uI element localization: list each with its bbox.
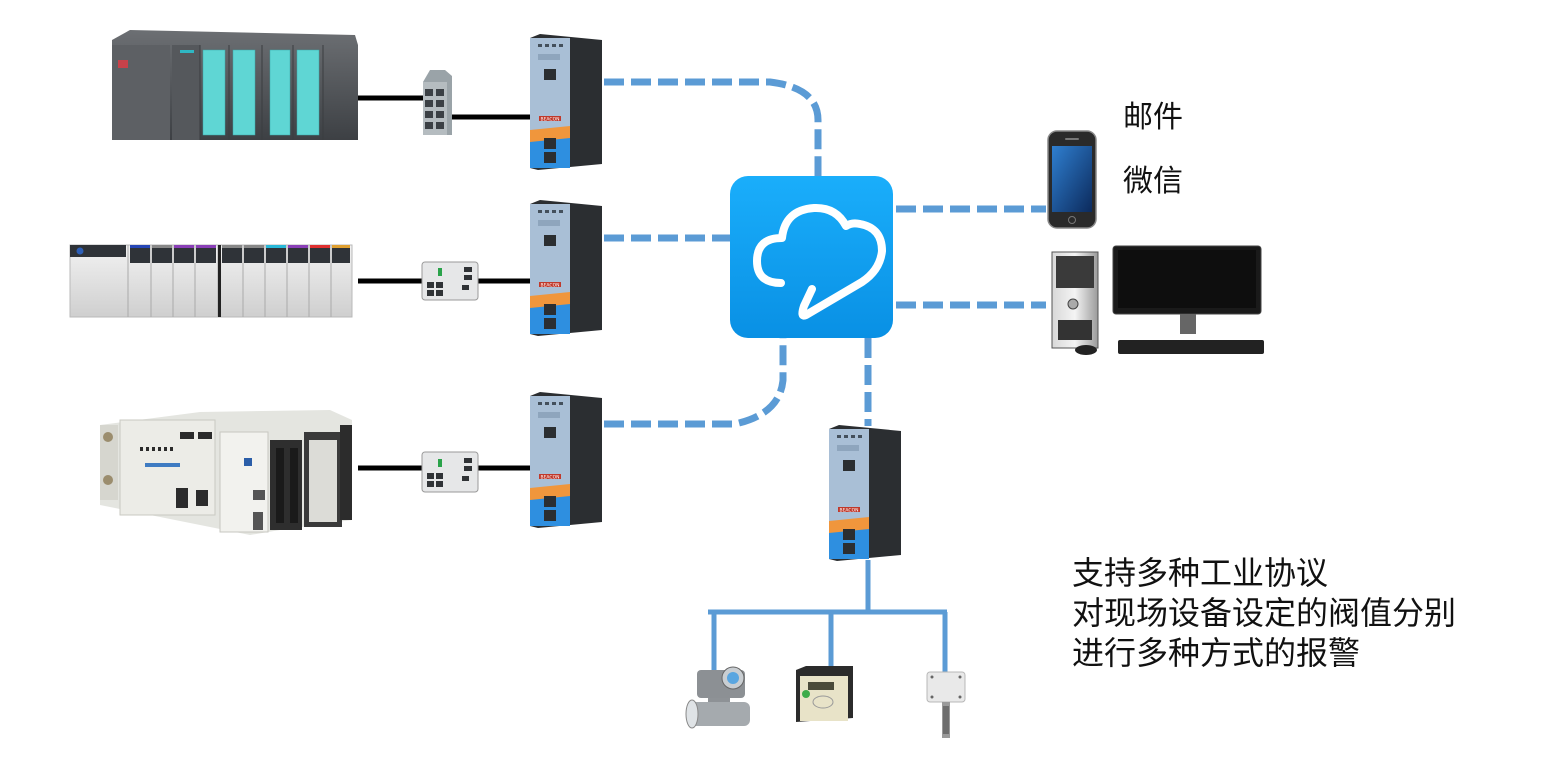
gateway-orange-stripe	[530, 126, 570, 142]
cloud-chat-icon	[753, 203, 886, 320]
ethernet-cables	[358, 95, 530, 471]
gateway-led	[545, 402, 549, 405]
ethernet-switch-2	[421, 261, 479, 301]
gateway-led	[851, 435, 855, 438]
link-gateway3-cloud	[604, 338, 787, 428]
ethernet-switch-3	[421, 451, 479, 493]
gateway-brand-text: BEACON	[541, 117, 560, 123]
gateway-led	[538, 44, 542, 47]
field-bus	[708, 560, 948, 675]
gateway-led	[559, 402, 563, 405]
gateway-device-field: BEACON	[829, 425, 901, 561]
pc-keyboard	[1118, 340, 1264, 354]
flowmeter-icon	[685, 666, 750, 729]
pc-mouse	[1075, 345, 1097, 355]
link-gateway1-cloud	[604, 78, 822, 178]
gateway-eth-port	[544, 69, 556, 80]
plc-schneider-m340	[100, 410, 352, 535]
gateway-brand-label	[539, 474, 561, 479]
gateway-orange-stripe	[829, 517, 869, 533]
gateway-led	[538, 402, 542, 405]
smartphone-icon	[1047, 130, 1097, 229]
gateway-port-2	[843, 543, 855, 554]
gateway-brand-text: BEACON	[840, 508, 859, 514]
gateway-port-1	[544, 496, 556, 507]
cloud-platform	[730, 176, 893, 338]
description-line-3: 进行多种方式的报警	[1072, 634, 1361, 672]
gateway-brand-label	[539, 116, 561, 121]
connection-lines	[358, 78, 1046, 675]
gateway-led	[858, 435, 862, 438]
desktop-computer-icon	[1051, 245, 1264, 355]
gateway-led	[545, 210, 549, 213]
notify-channel-wechat: 微信	[1123, 164, 1183, 199]
gateway-device-3: BEACON	[530, 392, 602, 528]
vfd-icon	[796, 666, 853, 722]
gateway-port-1	[544, 138, 556, 149]
gateway-brand-text: BEACON	[541, 475, 560, 481]
gateway-led	[552, 44, 556, 47]
gateway-led	[538, 210, 542, 213]
description-line-1: 支持多种工业协议	[1072, 554, 1329, 592]
gateway-port-2	[544, 510, 556, 521]
gateway-brand-text: BEACON	[541, 283, 560, 289]
gateway-eth-port	[544, 235, 556, 246]
gateway-port-2	[544, 318, 556, 329]
notify-channel-email: 邮件	[1123, 100, 1183, 135]
gateway-device-1: BEACON	[530, 34, 602, 170]
cloud-tile	[730, 176, 893, 338]
plc-controllogix-rack	[69, 244, 353, 318]
gateway-led	[545, 44, 549, 47]
gateway-orange-stripe	[530, 292, 570, 308]
gateway-display	[538, 220, 560, 226]
gateway-orange-stripe	[530, 484, 570, 500]
gateway-eth-port	[843, 460, 855, 471]
plc-siemens-rack	[112, 30, 358, 140]
cloud-links	[604, 78, 1046, 428]
gateway-led	[559, 210, 563, 213]
gateway-brand-label	[838, 507, 860, 512]
gateway-port-1	[843, 529, 855, 540]
gateway-brand-label	[539, 282, 561, 287]
gateway-display	[837, 445, 859, 451]
gateway-led	[552, 210, 556, 213]
gateway-led	[559, 44, 563, 47]
gateway-display	[538, 54, 560, 60]
gateway-port-2	[544, 152, 556, 163]
gateway-port-1	[544, 304, 556, 315]
gateway-led	[844, 435, 848, 438]
description-line-2: 对现场设备设定的阀值分别	[1072, 594, 1457, 632]
ethernet-switch-1	[423, 70, 452, 135]
sensor-icon	[926, 671, 966, 738]
gateway-led	[552, 402, 556, 405]
gateway-led	[837, 435, 841, 438]
gateway-display	[538, 412, 560, 418]
description-block: 支持多种工业协议 对现场设备设定的阀值分别 进行多种方式的报警	[1072, 553, 1456, 673]
gateway-eth-port	[544, 427, 556, 438]
gateway-device-2: BEACON	[530, 200, 602, 336]
